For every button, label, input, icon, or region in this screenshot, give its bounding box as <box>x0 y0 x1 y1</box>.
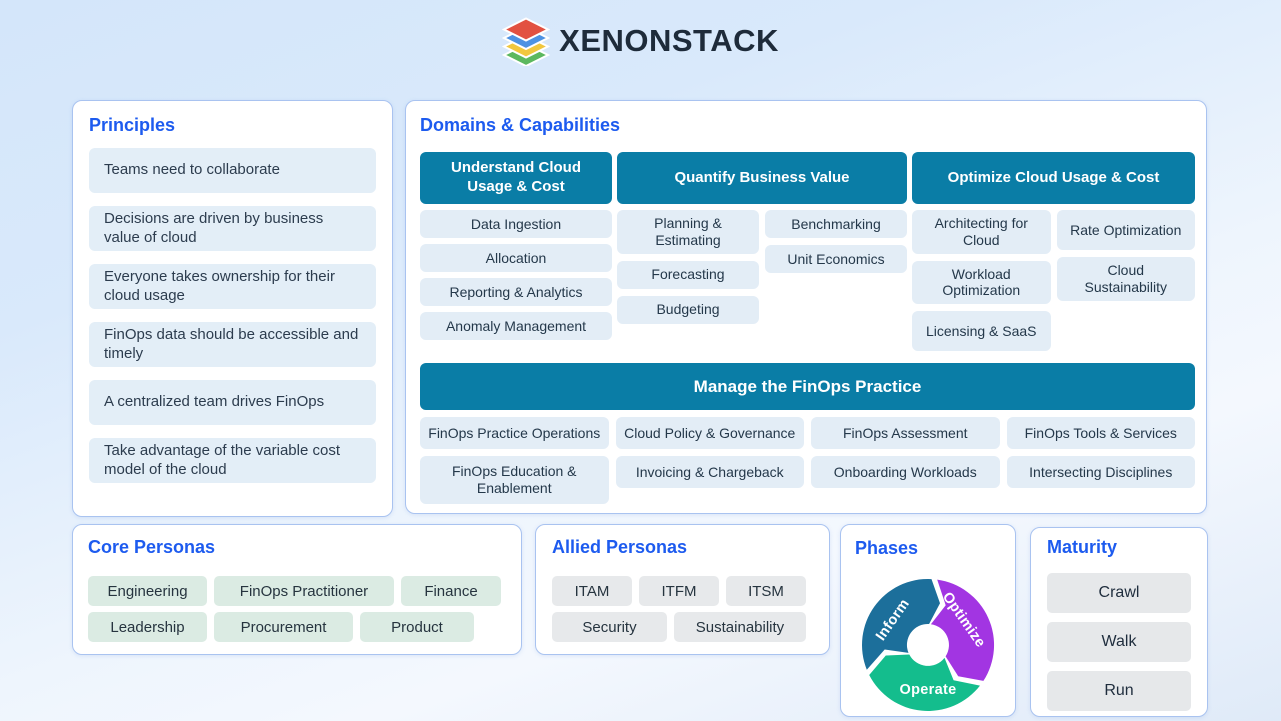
principle-item: FinOps data should be accessible and tim… <box>89 322 376 367</box>
quantify-subgrid: Planning & Estimating Forecasting Budget… <box>617 210 907 324</box>
capability-chip: Reporting & Analytics <box>420 278 612 306</box>
core-personas-row: Engineering FinOps Practitioner Finance <box>88 576 506 606</box>
domain-header-understand: Understand Cloud Usage & Cost <box>420 152 612 204</box>
capability-chip: Cloud Policy & Governance <box>615 417 804 450</box>
capability-chip: FinOps Assessment <box>811 417 1000 450</box>
persona-chip: Product <box>360 612 474 642</box>
maturity-panel: Maturity Crawl Walk Run <box>1030 527 1208 717</box>
domain-understand-column: Understand Cloud Usage & Cost Data Inges… <box>420 152 612 340</box>
persona-chip: Engineering <box>88 576 207 606</box>
allied-personas-panel: Allied Personas ITAM ITFM ITSM Security … <box>535 524 830 655</box>
capability-chip: FinOps Tools & Services <box>1006 417 1195 450</box>
persona-chip: FinOps Practitioner <box>214 576 394 606</box>
persona-chip: ITAM <box>552 576 632 606</box>
phases-title: Phases <box>855 538 919 558</box>
core-personas-panel: Core Personas Engineering FinOps Practit… <box>72 524 522 655</box>
principle-item: Teams need to collaborate <box>89 148 376 193</box>
allied-personas-row: ITAM ITFM ITSM <box>552 576 813 606</box>
phase-segment-operate <box>869 654 980 711</box>
principle-item: Everyone takes ownership for their cloud… <box>89 264 376 309</box>
capability-chip: Workload Optimization <box>912 260 1051 305</box>
maturity-list: Crawl Walk Run <box>1047 573 1191 711</box>
domain-header-manage: Manage the FinOps Practice <box>420 363 1195 411</box>
maturity-chip: Crawl <box>1047 573 1191 613</box>
phases-cycle-diagram: Inform Optimize Operate <box>862 579 995 711</box>
capability-chip: Budgeting <box>617 295 759 324</box>
optimize-subcol-a: Architecting for Cloud Workload Optimiza… <box>912 210 1051 352</box>
phase-segment-optimize <box>930 579 995 681</box>
principles-panel: Principles Teams need to collaborate Dec… <box>72 100 393 517</box>
allied-personas-title: Allied Personas <box>552 537 688 557</box>
capability-chip: Invoicing & Chargeback <box>615 456 804 489</box>
capability-chip: Licensing & SaaS <box>912 311 1051 352</box>
core-personas-title: Core Personas <box>88 537 216 557</box>
maturity-chip: Run <box>1047 671 1191 711</box>
capability-chip: Allocation <box>420 244 612 272</box>
principle-item: Decisions are driven by business value o… <box>89 206 376 251</box>
principles-title: Principles <box>89 115 176 135</box>
persona-chip: ITFM <box>639 576 719 606</box>
logo-layer-red <box>502 17 551 42</box>
capability-chip: Unit Economics <box>765 245 907 273</box>
capability-chip: Cloud Sustainability <box>1056 257 1195 301</box>
persona-chip: Leadership <box>88 612 207 642</box>
quantify-subcol-a: Planning & Estimating Forecasting Budget… <box>617 210 759 324</box>
capability-chip: Data Ingestion <box>420 210 612 238</box>
quantify-subcol-b: Benchmarking Unit Economics <box>765 210 907 273</box>
domains-title: Domains & Capabilities <box>420 115 621 135</box>
xenonstack-logo-icon <box>502 17 551 66</box>
phase-label-operate: Operate <box>900 682 957 698</box>
phases-panel: Phases Inform Optimize Operate <box>840 524 1016 717</box>
domains-grid: Understand Cloud Usage & Cost Data Inges… <box>420 152 1195 352</box>
brand-header: XENONSTACK <box>0 16 1281 66</box>
capability-chip: Onboarding Workloads <box>811 456 1000 489</box>
domains-capabilities-panel: Domains & Capabilities Understand Cloud … <box>405 100 1207 514</box>
principles-list: Teams need to collaborate Decisions are … <box>89 148 376 483</box>
domain-header-quantify: Quantify Business Value <box>617 152 907 204</box>
domain-header-optimize: Optimize Cloud Usage & Cost <box>912 152 1195 204</box>
manage-grid: FinOps Practice Operations Cloud Policy … <box>420 417 1195 504</box>
brand-name: XENONSTACK <box>559 23 779 58</box>
capability-chip: Anomaly Management <box>420 312 612 340</box>
phase-segment-inform <box>862 579 940 670</box>
persona-chip: Procurement <box>214 612 353 642</box>
optimize-subcol-b: Rate Optimization Cloud Sustainability <box>1056 210 1195 301</box>
maturity-title: Maturity <box>1047 537 1118 557</box>
capability-chip: FinOps Practice Operations <box>420 417 609 450</box>
domain-quantify-column: Quantify Business Value Planning & Estim… <box>617 152 907 324</box>
optimize-subgrid: Architecting for Cloud Workload Optimiza… <box>912 210 1195 352</box>
principle-item: Take advantage of the variable cost mode… <box>89 438 376 483</box>
capability-chip: Benchmarking <box>765 210 907 238</box>
persona-chip: Finance <box>401 576 501 606</box>
maturity-chip: Walk <box>1047 622 1191 662</box>
allied-personas-row: Security Sustainability <box>552 612 813 642</box>
core-personas-row: Leadership Procurement Product <box>88 612 506 642</box>
capability-chip: Architecting for Cloud <box>912 210 1051 254</box>
capability-chip: Planning & Estimating <box>617 210 759 254</box>
capability-chip: Forecasting <box>617 260 759 289</box>
persona-chip: Sustainability <box>674 612 806 642</box>
capability-chip: Intersecting Disciplines <box>1006 456 1195 489</box>
domain-optimize-column: Optimize Cloud Usage & Cost Architecting… <box>912 152 1195 352</box>
principle-item: A centralized team drives FinOps <box>89 380 376 425</box>
capability-chip: Rate Optimization <box>1056 210 1195 250</box>
capability-chip: FinOps Education & Enablement <box>420 456 609 504</box>
persona-chip: ITSM <box>726 576 806 606</box>
persona-chip: Security <box>552 612 667 642</box>
